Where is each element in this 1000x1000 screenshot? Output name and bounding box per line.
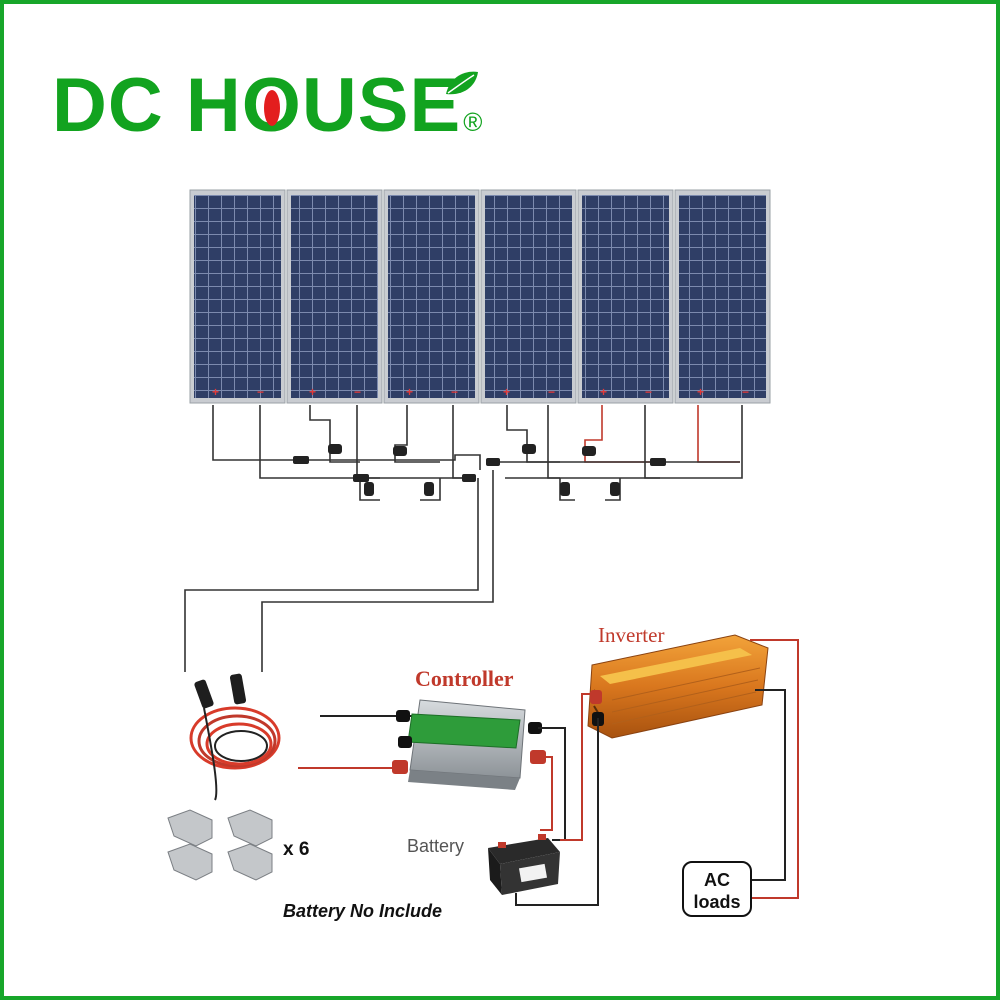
battery-icon bbox=[488, 834, 560, 895]
z-bracket-icon bbox=[167, 843, 213, 881]
ac-loads-box: AC loads bbox=[682, 861, 752, 917]
ac-loads-line2: loads bbox=[693, 892, 740, 912]
z-bracket-icon bbox=[167, 809, 213, 847]
registered-mark: ® bbox=[463, 107, 484, 137]
brand-text-o: O bbox=[241, 63, 302, 148]
z-bracket-icon bbox=[227, 843, 273, 881]
terminal-minus: − bbox=[645, 385, 652, 399]
solar-panel bbox=[286, 189, 383, 404]
terminal-plus: + bbox=[697, 385, 704, 399]
solar-panel bbox=[577, 189, 674, 404]
solar-panel bbox=[674, 189, 771, 404]
inverter bbox=[587, 634, 769, 739]
battery-note: Battery No Include bbox=[283, 901, 442, 921]
panel-wiring bbox=[212, 405, 743, 501]
solar-panel-array bbox=[189, 189, 771, 404]
terminal-minus: − bbox=[548, 385, 555, 399]
terminal-plus: + bbox=[406, 385, 413, 399]
bracket-count: x 6 bbox=[283, 839, 309, 860]
z-bracket-group bbox=[167, 809, 273, 881]
controller-label: Controller bbox=[415, 666, 514, 691]
solar-panel bbox=[480, 189, 577, 404]
brand-text-2: USE bbox=[301, 63, 462, 148]
leaf-icon bbox=[446, 71, 478, 95]
brand-text-1: DC H bbox=[52, 63, 242, 148]
panel-terminals: + − + − + − + − + − + − bbox=[212, 385, 749, 399]
terminal-plus: + bbox=[309, 385, 316, 399]
inverter-label: Inverter bbox=[598, 623, 664, 647]
terminal-plus: + bbox=[503, 385, 510, 399]
battery-label: Battery bbox=[407, 836, 464, 856]
solar-panel bbox=[189, 189, 286, 404]
terminal-minus: − bbox=[257, 385, 264, 399]
terminal-minus: − bbox=[742, 385, 749, 399]
charge-controller bbox=[298, 699, 546, 790]
cable-coil-icon bbox=[189, 673, 281, 801]
brand-logo: DC HOUSE® bbox=[52, 68, 483, 144]
system-wires bbox=[515, 639, 799, 906]
main-feed-wires bbox=[184, 470, 494, 672]
terminal-plus: + bbox=[600, 385, 607, 399]
solar-panel bbox=[383, 189, 480, 404]
terminal-minus: − bbox=[451, 385, 458, 399]
z-bracket-icon bbox=[227, 809, 273, 847]
terminal-minus: − bbox=[354, 385, 361, 399]
ac-loads-line1: AC bbox=[704, 870, 730, 890]
terminal-plus: + bbox=[212, 385, 219, 399]
